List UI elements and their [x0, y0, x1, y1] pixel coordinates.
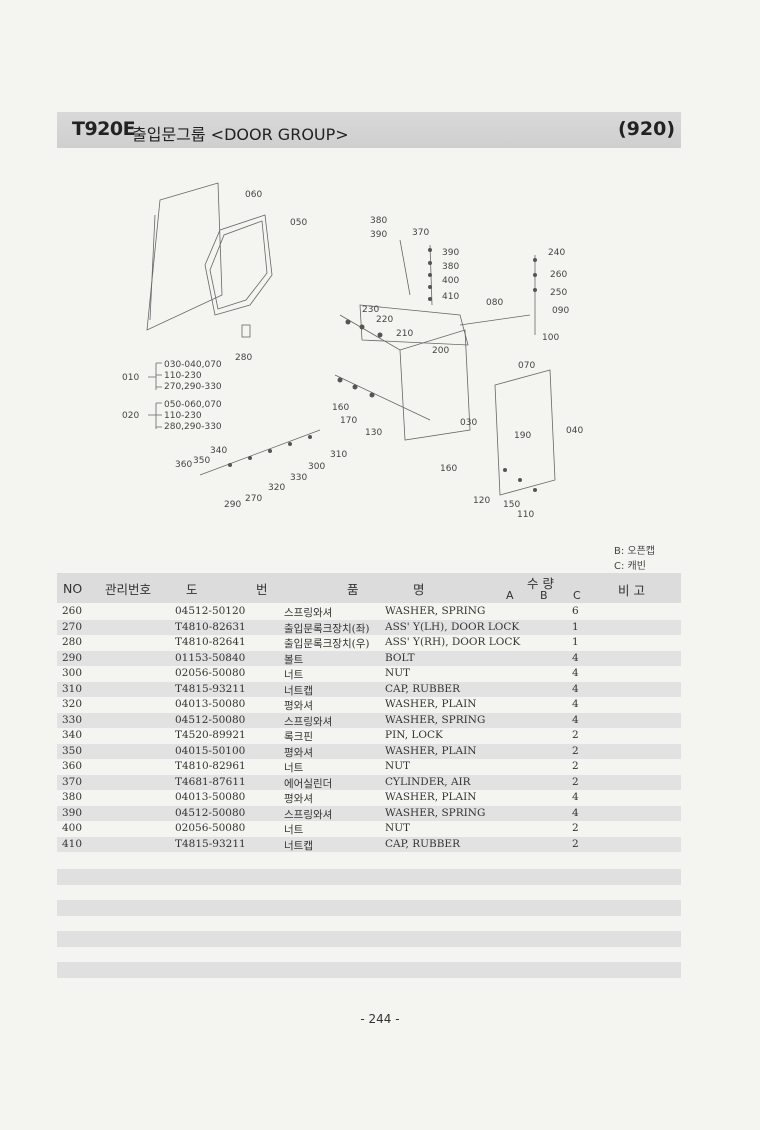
svg-text:220: 220 — [376, 315, 393, 325]
exploded-diagram: 060 050 280 380 390 370 390 380 400 410 080 240… — [122, 182, 583, 520]
svg-text:160: 160 — [332, 403, 349, 413]
col-drawing-2: 번 — [256, 582, 268, 597]
table-header-band — [57, 573, 681, 603]
svg-text:360: 360 — [175, 460, 192, 470]
svg-text:210: 210 — [396, 329, 413, 339]
svg-text:380: 380 — [370, 216, 387, 226]
svg-text:200: 200 — [432, 346, 449, 356]
svg-text:310: 310 — [330, 450, 347, 460]
svg-text:240: 240 — [548, 248, 565, 258]
legend-b: B: 오픈캡 — [614, 546, 656, 557]
svg-text:270: 270 — [245, 494, 262, 504]
svg-text:250: 250 — [550, 288, 567, 298]
col-qty-b: B — [540, 589, 548, 602]
legend-c: C: 캐빈 — [614, 561, 646, 572]
section-number: (920) — [618, 118, 676, 140]
col-code: 관리번호 — [105, 582, 152, 597]
svg-text:170: 170 — [340, 416, 357, 426]
svg-text:060: 060 — [245, 190, 262, 200]
svg-text:110-230: 110-230 — [164, 371, 202, 381]
col-qty-c: C — [573, 589, 581, 602]
col-name-2: 명 — [413, 582, 425, 597]
svg-text:100: 100 — [542, 333, 559, 343]
svg-text:410: 410 — [442, 292, 459, 302]
door-lock-part — [241, 324, 251, 338]
svg-text:070: 070 — [518, 361, 535, 371]
door-glass-right — [494, 369, 556, 496]
svg-text:110: 110 — [517, 510, 534, 520]
svg-text:050-060,070: 050-060,070 — [164, 400, 222, 410]
svg-text:030-040,070: 030-040,070 — [164, 360, 222, 370]
title-bar — [57, 112, 681, 148]
model-code: T920E — [72, 118, 136, 140]
svg-text:390: 390 — [442, 248, 459, 258]
svg-text:260: 260 — [550, 270, 567, 280]
svg-text:080: 080 — [486, 298, 503, 308]
svg-text:150: 150 — [503, 500, 520, 510]
svg-text:230: 230 — [362, 305, 379, 315]
svg-text:320: 320 — [268, 483, 285, 493]
svg-text:280: 280 — [235, 353, 252, 363]
col-qty: 수 량 — [527, 576, 554, 591]
door-glass-left — [146, 182, 223, 331]
svg-text:160: 160 — [440, 464, 457, 474]
svg-text:270,290-330: 270,290-330 — [164, 382, 222, 392]
svg-text:010: 010 — [122, 373, 139, 383]
svg-text:300: 300 — [308, 462, 325, 472]
svg-text:020: 020 — [122, 411, 139, 421]
col-no: NO — [63, 581, 83, 596]
svg-text:110-230: 110-230 — [164, 411, 202, 421]
svg-text:400: 400 — [442, 276, 459, 286]
col-remark: 비 고 — [618, 583, 645, 598]
svg-text:370: 370 — [412, 228, 429, 238]
blank-row — [57, 869, 681, 885]
svg-text:330: 330 — [290, 473, 307, 483]
blank-row — [57, 962, 681, 978]
svg-text:390: 390 — [370, 230, 387, 240]
svg-text:090: 090 — [552, 306, 569, 316]
blank-row — [57, 931, 681, 947]
col-qty-a: A — [506, 589, 514, 602]
blank-row — [57, 900, 681, 916]
col-name-1: 품 — [347, 582, 359, 597]
svg-text:380: 380 — [442, 262, 459, 272]
svg-text:120: 120 — [473, 496, 490, 506]
page-title: 출입문그룹 <DOOR GROUP> — [132, 125, 349, 144]
svg-text:050: 050 — [290, 218, 307, 228]
door-frame — [204, 214, 273, 316]
page-number: - 244 - — [360, 1012, 400, 1026]
svg-text:130: 130 — [365, 428, 382, 438]
svg-text:030: 030 — [460, 418, 477, 428]
svg-text:190: 190 — [514, 431, 531, 441]
col-drawing-1: 도 — [186, 582, 198, 597]
svg-text:340: 340 — [210, 446, 227, 456]
svg-text:040: 040 — [566, 426, 583, 436]
svg-text:350: 350 — [193, 456, 210, 466]
svg-text:290: 290 — [224, 500, 241, 510]
svg-text:280,290-330: 280,290-330 — [164, 422, 222, 432]
